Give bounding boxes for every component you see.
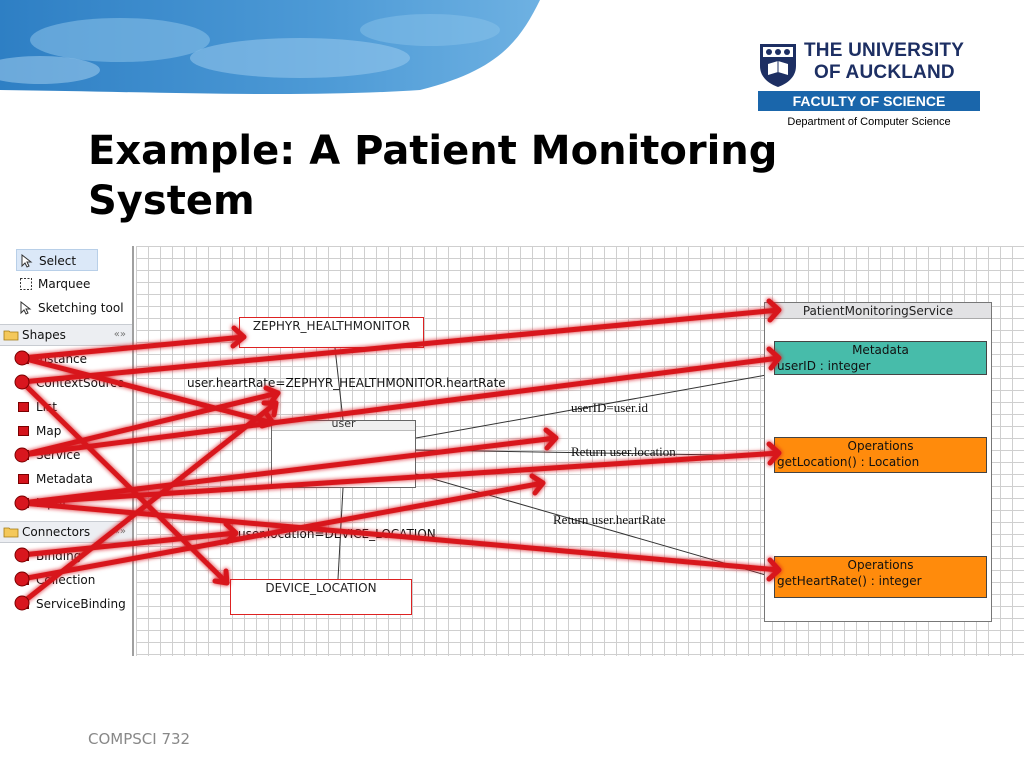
return-heart-rate-label: Return user.heartRate (553, 512, 666, 527)
annotation-dot (14, 350, 30, 366)
annotation-arrow (19, 521, 239, 558)
zephyr-healthmonitor-node[interactable]: ZEPHYR_HEALTHMONITOR (239, 317, 424, 348)
palette-item-label: Collection (36, 573, 96, 587)
service-title: PatientMonitoringService (765, 303, 991, 319)
sky-banner-image (0, 0, 540, 95)
logo-line-1: THE UNIVERSITY (804, 40, 965, 61)
operation-method: getHeartRate() : integer (777, 574, 922, 588)
tool-marquee-label: Marquee (38, 277, 91, 291)
palette-item-label: Metadata (36, 472, 93, 486)
tool-select[interactable]: Select (16, 249, 98, 271)
drawer-shapes[interactable]: Shapes «» (0, 324, 132, 346)
annotation-arrow (19, 500, 782, 582)
annotation-arrow (19, 298, 782, 385)
user-node[interactable]: user (271, 418, 416, 488)
user-id-binding-label: userID=user.id (571, 400, 649, 415)
palette-item-metadata[interactable]: Metadata (16, 468, 93, 490)
pen-cursor-icon (20, 301, 32, 315)
patient-monitoring-service[interactable]: PatientMonitoringService Metadata userID… (764, 302, 992, 622)
logo-line-2: OF AUCKLAND (814, 62, 955, 83)
return-location-label: Return user.location (571, 444, 676, 459)
red-square-icon (18, 426, 29, 436)
tool-palette: Select Marquee Sketching tool Shapes «» … (0, 246, 134, 656)
palette-item-map[interactable]: Map (16, 420, 61, 442)
collapse-chevron-icon[interactable]: «» (113, 526, 126, 537)
operations-title: Operations (847, 439, 914, 453)
annotation-dot (14, 495, 30, 511)
operations-title: Operations (847, 558, 914, 572)
folder-icon (3, 330, 19, 341)
device-location-node[interactable]: DEVICE_LOCATION (230, 579, 412, 615)
operations-compartment-location[interactable]: Operations getLocation() : Location (774, 437, 987, 473)
annotation-dot (14, 595, 30, 611)
tool-sketching[interactable]: Sketching tool (16, 297, 124, 319)
university-logo: THE UNIVERSITY OF AUCKLAND FACULTY OF SC… (758, 40, 982, 132)
annotation-arrow (19, 427, 559, 506)
user-node-header: user (272, 418, 415, 431)
annotation-arrow (19, 473, 546, 582)
operation-method: getLocation() : Location (777, 455, 920, 469)
university-crest-icon (760, 44, 796, 87)
tool-marquee[interactable]: Marquee (16, 273, 98, 295)
faculty-banner: FACULTY OF SCIENCE (758, 91, 980, 111)
collapse-chevron-icon[interactable]: «» (113, 329, 126, 340)
metadata-field: userID : integer (777, 359, 871, 373)
metadata-title: Metadata (852, 343, 909, 357)
operations-compartment-heart-rate[interactable]: Operations getHeartRate() : integer (774, 556, 987, 598)
metadata-compartment[interactable]: Metadata userID : integer (774, 341, 987, 375)
drawer-connectors-label: Connectors (22, 525, 91, 539)
tool-sketching-label: Sketching tool (38, 301, 124, 315)
annotation-arrow (19, 325, 247, 361)
red-square-icon (18, 402, 29, 412)
annotation-arrow (19, 346, 782, 458)
arrow-cursor-icon (21, 254, 33, 268)
palette-item-label: Map (36, 424, 62, 438)
folder-icon (3, 527, 19, 538)
annotation-dot (14, 547, 30, 563)
annotation-dot (14, 571, 30, 587)
tool-select-label: Select (39, 254, 77, 268)
department-label: Department of Computer Science (787, 116, 951, 128)
annotation-arrow (19, 385, 281, 458)
red-square-icon (18, 474, 29, 484)
marquee-icon (20, 278, 32, 290)
annotation-arrow (19, 400, 279, 606)
page-title: Example: A Patient Monitoring System (88, 128, 778, 224)
annotation-arrow (19, 441, 782, 506)
annotation-dot (14, 374, 30, 390)
annotation-dot (14, 447, 30, 463)
palette-item-label: ServiceBinding (36, 597, 126, 611)
footer-course-code: COMPSCI 732 (88, 730, 191, 748)
drawer-shapes-label: Shapes (22, 328, 66, 342)
drawer-connectors[interactable]: Connectors «» (0, 521, 132, 543)
